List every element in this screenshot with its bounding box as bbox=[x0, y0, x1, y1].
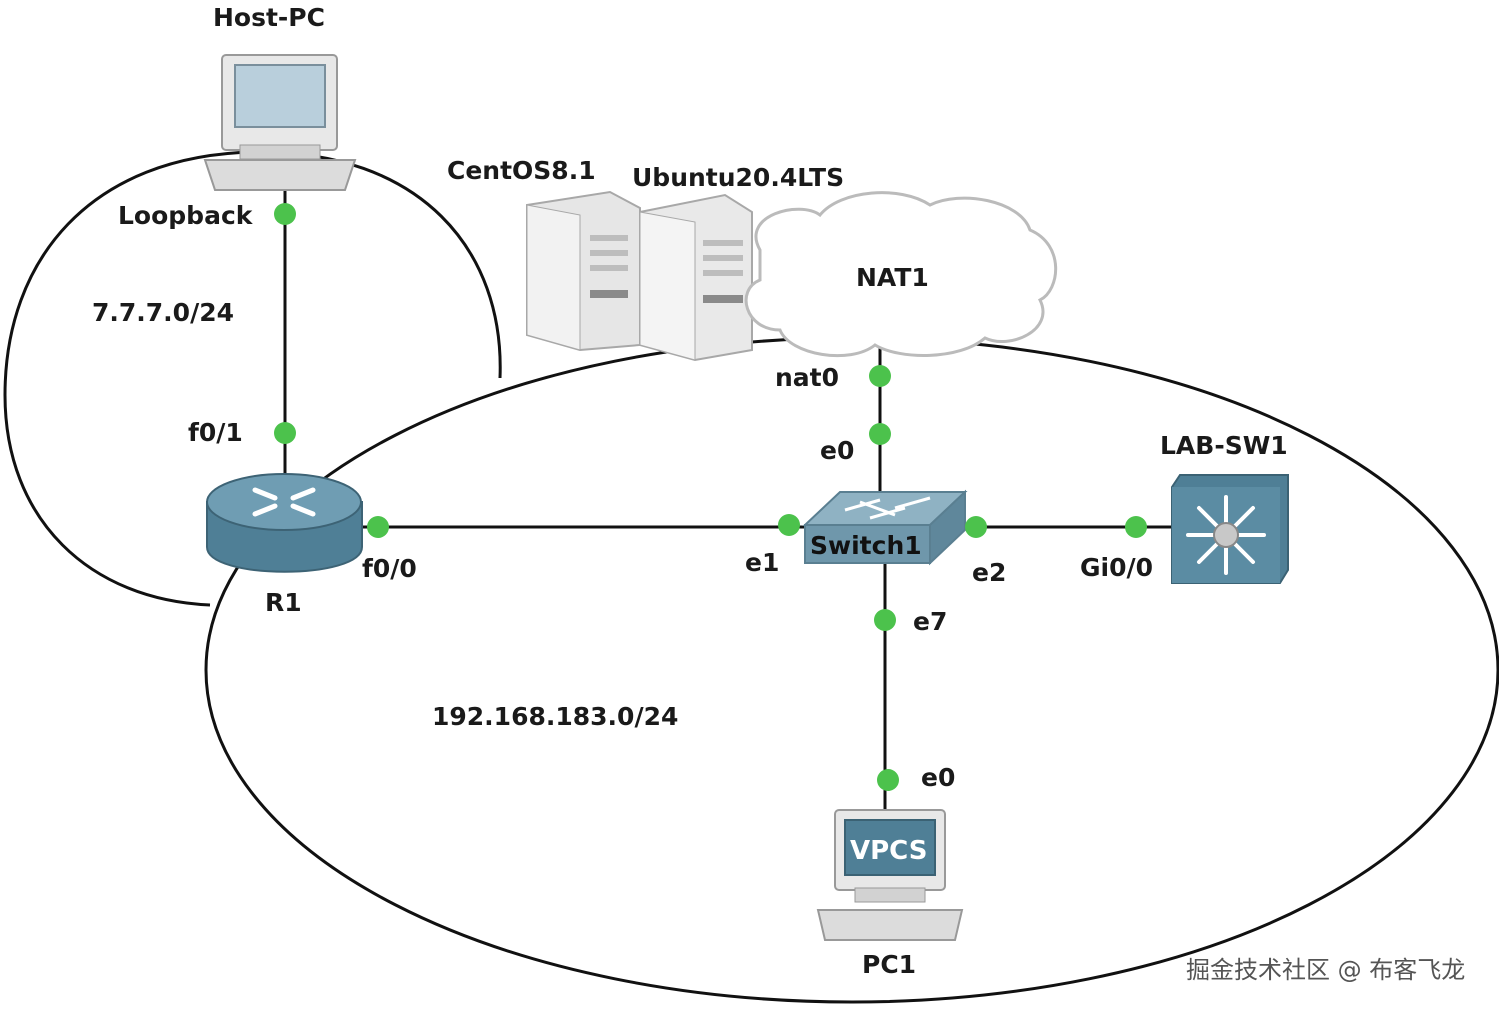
node-label-switch1: Switch1 bbox=[810, 531, 922, 560]
port-label-sw-e1: e1 bbox=[745, 548, 780, 577]
port-label-sw-e0: e0 bbox=[820, 436, 855, 465]
network-label-loopback: 7.7.7.0/24 bbox=[92, 298, 234, 327]
server-tower-icon[interactable] bbox=[526, 190, 641, 352]
port-dot-sw-e1[interactable] bbox=[778, 514, 800, 536]
desktop-pc-icon[interactable] bbox=[203, 54, 357, 191]
multilayer-switch-icon[interactable] bbox=[1171, 474, 1289, 584]
port-label-nat0: nat0 bbox=[775, 363, 840, 392]
port-dot-pc1-e0[interactable] bbox=[877, 769, 899, 791]
ethernet-switch-icon[interactable] bbox=[802, 489, 968, 566]
node-label-pc1: PC1 bbox=[862, 950, 917, 979]
port-label-r1-f01: f0/1 bbox=[188, 418, 243, 447]
router-icon[interactable] bbox=[206, 473, 363, 573]
node-label-lab-sw1: LAB-SW1 bbox=[1160, 431, 1288, 460]
port-label-sw-e2: e2 bbox=[972, 558, 1007, 587]
vpcs-screen-text: VPCS bbox=[850, 836, 928, 866]
port-dot-sw-e2[interactable] bbox=[965, 516, 987, 538]
port-dot-loopback[interactable] bbox=[274, 203, 296, 225]
port-label-sw-e7: e7 bbox=[913, 607, 948, 636]
port-label-lab-gi00: Gi0/0 bbox=[1080, 553, 1154, 582]
port-dot-r1-f00[interactable] bbox=[367, 516, 389, 538]
port-dot-sw-e0[interactable] bbox=[869, 423, 891, 445]
node-label-ubuntu: Ubuntu20.4LTS bbox=[632, 163, 845, 192]
vpcs-pc-icon[interactable] bbox=[816, 809, 964, 941]
cloud-icon[interactable] bbox=[744, 191, 1058, 358]
network-label-lan: 192.168.183.0/24 bbox=[432, 702, 679, 731]
port-dot-nat0[interactable] bbox=[869, 365, 891, 387]
node-label-r1: R1 bbox=[265, 588, 302, 617]
port-dot-lab-gi00[interactable] bbox=[1125, 516, 1147, 538]
port-dot-r1-f01[interactable] bbox=[274, 422, 296, 444]
port-label-loopback: Loopback bbox=[118, 201, 253, 230]
port-label-pc1-e0: e0 bbox=[921, 763, 956, 792]
server-tower-icon[interactable] bbox=[639, 193, 753, 362]
node-label-nat1: NAT1 bbox=[856, 263, 929, 292]
port-dot-sw-e7[interactable] bbox=[874, 609, 896, 631]
watermark: 掘金技术社区 @ 布客飞龙 bbox=[1186, 956, 1466, 984]
node-label-centos: CentOS8.1 bbox=[447, 156, 596, 185]
loopback-network-ellipse bbox=[3, 150, 502, 607]
node-label-host-pc: Host-PC bbox=[213, 3, 325, 32]
port-label-r1-f00: f0/0 bbox=[362, 554, 417, 583]
